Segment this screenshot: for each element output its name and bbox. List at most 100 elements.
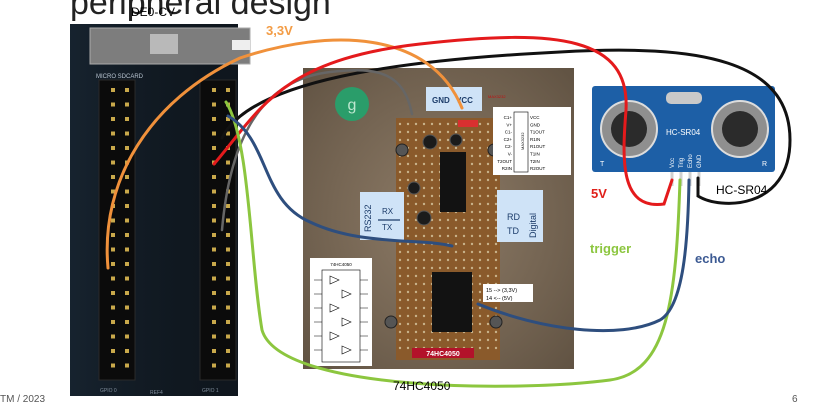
perfboard-hole xyxy=(494,266,498,270)
gpio0-label: GPIO 0 xyxy=(100,388,117,394)
perfboard-hole xyxy=(406,290,410,294)
perfboard-hole xyxy=(406,122,410,126)
digital-label: Digital xyxy=(528,213,538,238)
perfboard-hole xyxy=(414,258,418,262)
perfboard-hole xyxy=(422,234,426,238)
buffer-symbol xyxy=(341,317,352,327)
perfboard-hole xyxy=(446,266,450,270)
perfboard-hole xyxy=(494,338,498,342)
perfboard-hole xyxy=(406,266,410,270)
gpio-pin xyxy=(125,131,129,136)
perfboard-hole xyxy=(478,290,482,294)
perfboard-hole xyxy=(422,322,426,326)
perfboard-hole xyxy=(438,146,442,150)
perfboard-hole xyxy=(414,202,418,206)
digital-card xyxy=(497,190,543,242)
perfboard-hole xyxy=(414,330,418,334)
perfboard-hole xyxy=(422,274,426,278)
perfboard-hole xyxy=(422,170,426,174)
perfboard-hole xyxy=(414,250,418,254)
gpio-pin xyxy=(111,88,115,92)
gpio-pin xyxy=(212,320,216,324)
perfboard-hole xyxy=(494,250,498,254)
perfboard-hole xyxy=(486,258,490,262)
perfboard-hole xyxy=(462,218,466,222)
gpio-pin xyxy=(212,204,216,208)
perfboard-hole xyxy=(422,298,426,302)
perfboard-hole xyxy=(406,138,410,142)
buffer-symbol xyxy=(329,303,340,313)
74hc4050-buffer-symbols xyxy=(314,275,368,355)
perfboard-hole xyxy=(414,226,418,230)
perfboard-hole xyxy=(398,282,402,286)
max3232-pin-right: R2OUT xyxy=(530,166,546,171)
perfboard-hole xyxy=(478,266,482,270)
perfboard-hole xyxy=(398,178,402,182)
perfboard-hole xyxy=(462,226,466,230)
rd-label: RD xyxy=(507,212,520,222)
perfboard-hole xyxy=(454,234,458,238)
perfboard-hole xyxy=(470,210,474,214)
sensor-r-label: R xyxy=(762,161,767,168)
perfboard-hole xyxy=(494,194,498,198)
perfboard-hole xyxy=(478,162,482,166)
interface-pcb: g GND VCC MAX3232 xyxy=(303,68,574,369)
perfboard-hole xyxy=(478,218,482,222)
gpio-pin xyxy=(125,247,129,252)
perfboard-hole xyxy=(422,154,426,158)
perfboard-hole xyxy=(454,122,458,126)
perfboard-hole xyxy=(430,186,434,190)
perfboard-hole xyxy=(406,234,410,238)
max3232-pin-right: R1OUT xyxy=(530,144,546,149)
max3232-pin-left: V+ xyxy=(506,122,512,127)
perfboard-hole xyxy=(478,274,482,278)
perfboard-hole xyxy=(398,330,402,334)
perfboard-hole xyxy=(398,322,402,326)
perfboard-hole xyxy=(494,258,498,262)
perfboard-hole xyxy=(478,282,482,286)
gpio-pin xyxy=(226,131,230,136)
perfboard-hole xyxy=(478,330,482,334)
perfboard-hole xyxy=(486,234,490,238)
perfboard-hole xyxy=(398,266,402,270)
page-number: 6 xyxy=(792,394,798,405)
gpio-pin xyxy=(125,262,129,266)
sensor-pin-label: Echo xyxy=(688,154,694,168)
perfboard-hole xyxy=(446,146,450,150)
perfboard-hole xyxy=(470,266,474,270)
perfboard-hole xyxy=(406,178,410,182)
perfboard-hole xyxy=(430,218,434,222)
gpio-pin xyxy=(226,262,230,266)
perfboard-hole xyxy=(398,346,402,350)
perfboard-hole xyxy=(486,274,490,278)
gpio-pin xyxy=(226,175,230,179)
gpio-pin xyxy=(226,320,230,324)
sensor-pin-label: Trig xyxy=(679,158,685,168)
black-gnd-wire xyxy=(220,48,792,205)
perfboard-hole xyxy=(446,138,450,142)
perfboard-hole xyxy=(470,234,474,238)
gpio-pin xyxy=(226,305,230,310)
perfboard-hole xyxy=(430,130,434,134)
gpio-pin xyxy=(111,262,115,266)
gpio-pin xyxy=(111,320,115,324)
perfboard-hole xyxy=(398,258,402,262)
perfboard-hole xyxy=(454,226,458,230)
perfboard-hole xyxy=(494,178,498,182)
gpio-pin xyxy=(111,349,115,353)
gpio-pin xyxy=(212,218,216,223)
perfboard-hole xyxy=(422,330,426,334)
max3232-pin-left: T2OUT xyxy=(497,159,512,164)
perfboard-hole xyxy=(486,314,490,318)
max3232-pin-right: R1IN xyxy=(530,137,540,142)
perfboard-hole xyxy=(430,194,434,198)
perfboard-hole xyxy=(430,162,434,166)
red-chip-label: MAX3232 xyxy=(488,94,506,99)
perfboard-hole xyxy=(454,258,458,262)
perfboard-hole xyxy=(494,274,498,278)
gpio-pin xyxy=(125,291,129,295)
perfboard-hole xyxy=(478,322,482,326)
perfboard-hole xyxy=(422,226,426,230)
gray-wire xyxy=(220,68,414,232)
